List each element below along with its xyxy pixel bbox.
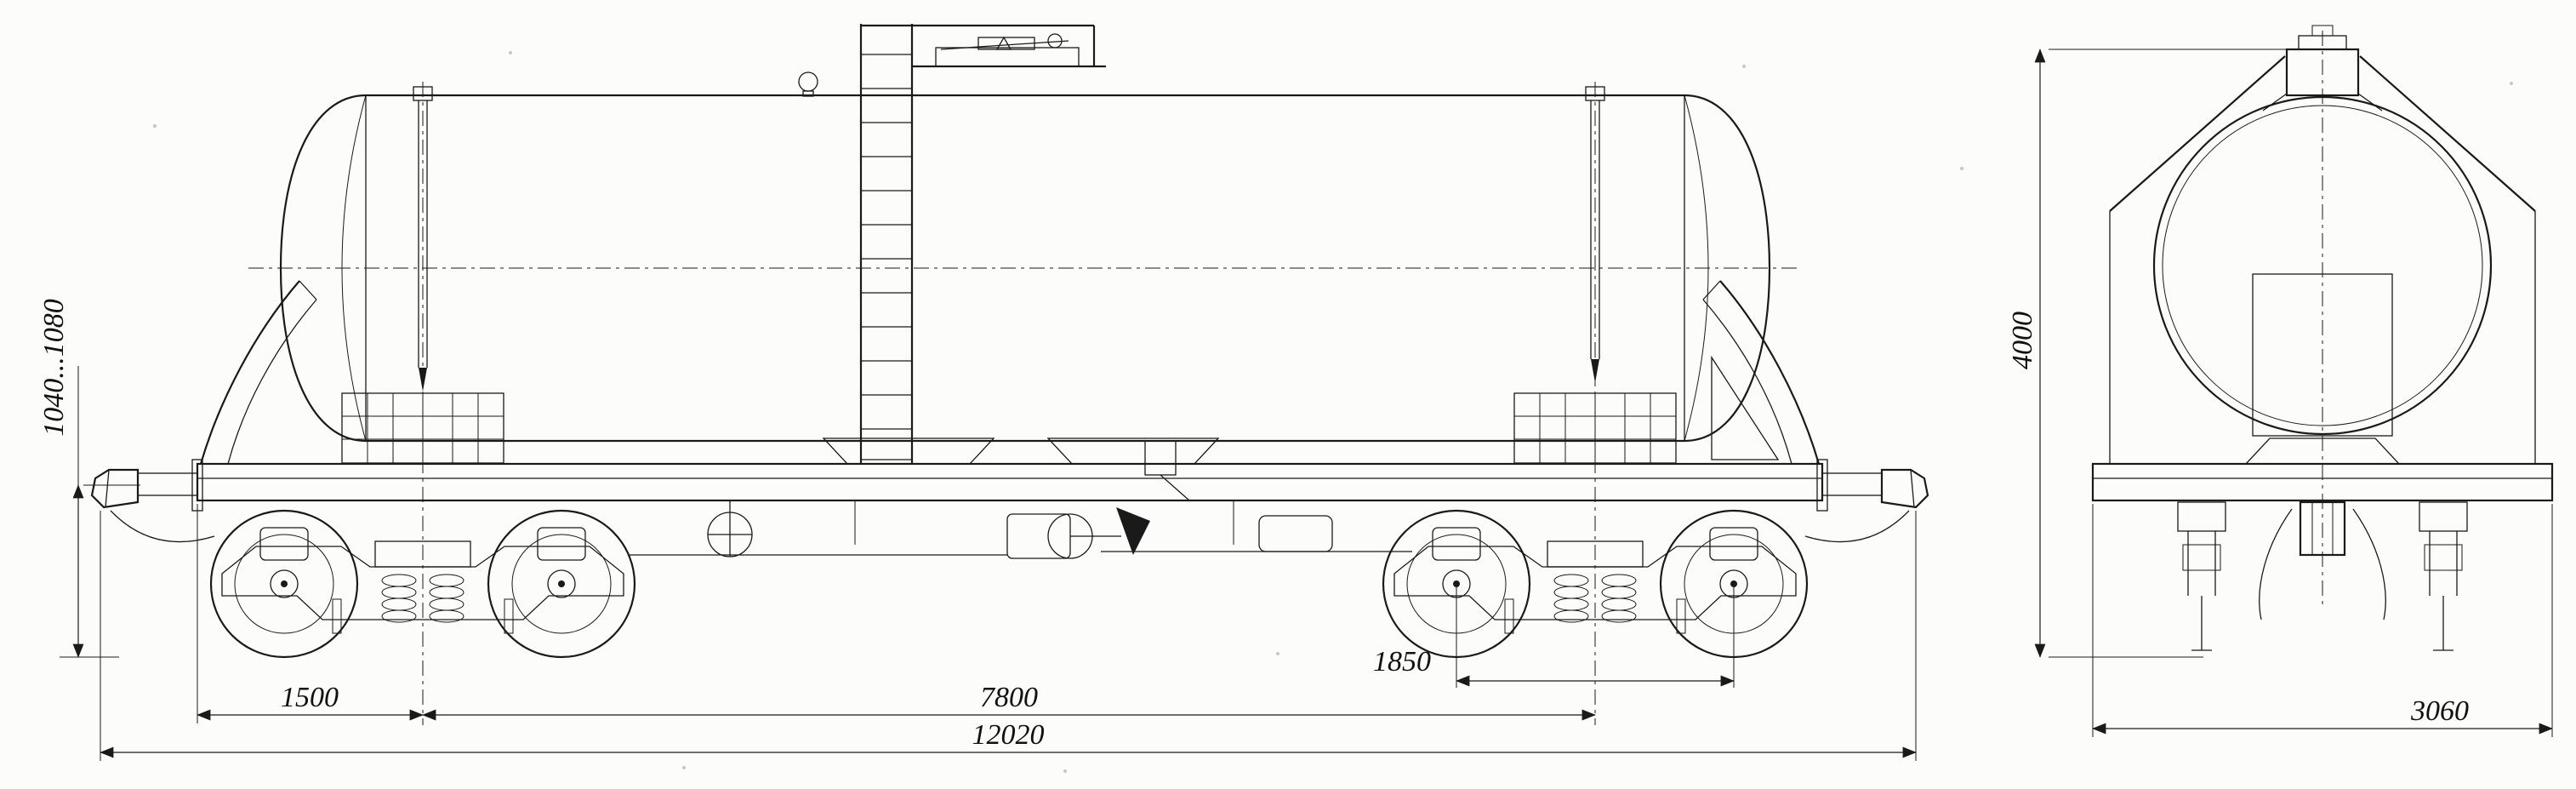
end-frame (2091, 462, 2554, 502)
left-standpipe (413, 86, 433, 392)
brake-lever (1116, 507, 1150, 555)
dim-overall-height-label: 4000 (2007, 312, 2038, 369)
lever-weight (1047, 33, 1063, 49)
drain-pans (822, 437, 1220, 465)
brake-rigging (630, 440, 1412, 559)
end-handrails (2109, 55, 2536, 464)
ladder (859, 24, 914, 464)
end-dome-knob (2311, 25, 2334, 37)
underframe (191, 459, 1828, 512)
end-view: 4000 3060 (2007, 25, 2554, 737)
lever-fulcrum (995, 36, 1012, 50)
brake-hose-right (2352, 508, 2386, 620)
right-end-stay (1702, 280, 1821, 465)
end-suspension-right (2419, 501, 2468, 651)
dim-bogie-wheelbase-label: 1850 (1373, 646, 1431, 678)
hatch-lever (940, 40, 1069, 50)
side-dimensions: 1500 7800 12020 1850 1040...1080 (38, 299, 1917, 761)
end-bolster-plate (2252, 273, 2393, 437)
right-coupler (1804, 468, 1929, 543)
dim-bogie-centers-label: 7800 (980, 682, 1038, 713)
gusset-plate (1711, 355, 1780, 460)
tank-body (248, 94, 1802, 443)
scan-speckles (153, 51, 2513, 773)
dim-frame-end-to-pivot-label: 1500 (281, 682, 339, 713)
right-saddle (1513, 392, 1677, 464)
dim-overall-length-label: 12020 (972, 719, 1045, 751)
left-end-stay (199, 280, 317, 465)
left-coupler (90, 468, 215, 543)
right-standpipe (1585, 86, 1605, 383)
hatch-base (935, 47, 1080, 67)
top-valve (798, 71, 818, 97)
end-tank (2152, 25, 2493, 436)
brake-hose-left (2259, 508, 2293, 620)
air-reservoir (1258, 515, 1333, 552)
dome-platform (861, 24, 1106, 68)
dim-overall-width-label: 3060 (2410, 695, 2469, 727)
brake-cylinder (1006, 513, 1071, 559)
dim-coupler-height-label: 1040...1080 (38, 299, 70, 437)
drain-device (1144, 440, 1177, 476)
end-dimensions: 4000 3060 (2007, 49, 2553, 737)
end-suspension-left (2177, 501, 2226, 651)
side-view: 1500 7800 12020 1850 1040...1080 (38, 24, 1929, 761)
end-coupler (2259, 500, 2386, 620)
